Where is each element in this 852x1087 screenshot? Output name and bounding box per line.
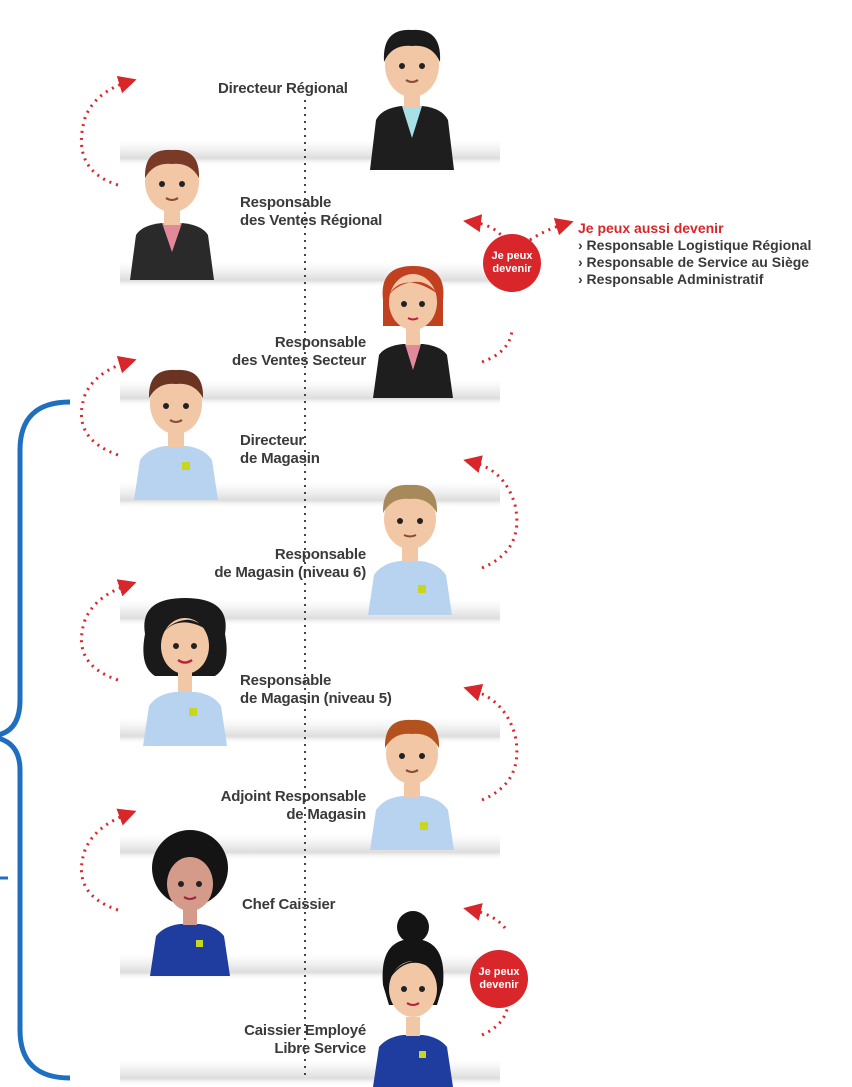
also-become-item: › Responsable Administratif xyxy=(578,271,764,287)
avatar-caissier-employe xyxy=(373,911,453,1087)
avatar-magasin-niveau-6 xyxy=(368,484,452,615)
badge-je-peux-devenir-top: Je peux devenir xyxy=(483,234,541,292)
also-become-item: › Responsable de Service au Siège xyxy=(578,254,810,270)
also-become-title: Je peux aussi devenir xyxy=(578,220,724,236)
avatar-ventes-regional xyxy=(130,149,214,280)
level-label-6: Responsable de Magasin (niveau 5) xyxy=(240,672,392,707)
avatar-chef-caissier xyxy=(150,830,230,976)
left-arrows xyxy=(80,76,137,912)
avatar-directeur-regional xyxy=(370,29,454,170)
level-label-7: Adjoint Responsable de Magasin xyxy=(220,788,367,823)
level-label-5: Responsable de Magasin (niveau 6) xyxy=(214,546,366,581)
bracket-upper xyxy=(0,399,71,737)
also-become-item: › Responsable Logistique Régional xyxy=(578,237,812,253)
bracket-lower xyxy=(0,736,71,1081)
level-label-4: Directeur de Magasin xyxy=(240,432,320,467)
avatar-magasin-niveau-5 xyxy=(143,598,227,746)
avatar-adjoint-responsable xyxy=(370,719,454,850)
avatar-ventes-secteur xyxy=(373,266,453,398)
avatar-directeur-magasin xyxy=(134,369,218,500)
level-label-9: Caissier Employé Libre Service xyxy=(244,1022,366,1057)
level-label-1: Directeur Régional xyxy=(218,80,348,97)
level-label-8: Chef Caissier xyxy=(242,896,336,913)
also-become-panel: Je peux aussi devenir › Responsable Logi… xyxy=(578,220,811,288)
level-label-3: Responsable des Ventes Secteur xyxy=(232,334,366,369)
right-arrows xyxy=(463,214,574,1037)
badge-je-peux-devenir-bottom: Je peux devenir xyxy=(470,950,528,1008)
level-label-2: Responsable des Ventes Régional xyxy=(240,194,383,229)
